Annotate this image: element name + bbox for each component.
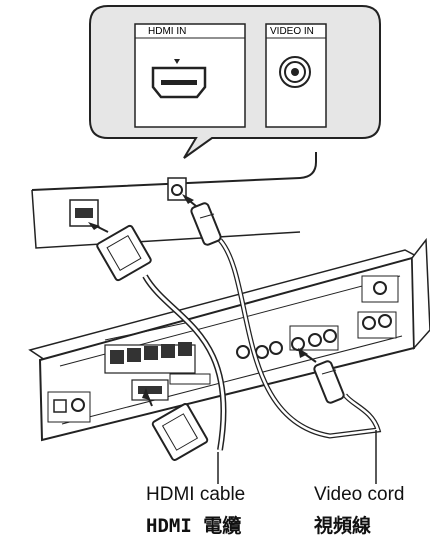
video-in-label: VIDEO IN <box>270 26 314 37</box>
speaker-terminals <box>104 321 196 374</box>
arrow-up-icon <box>298 348 308 358</box>
video-cord <box>182 194 382 439</box>
rca-plug-bottom <box>313 360 345 404</box>
receiver-right-jacks <box>357 275 399 339</box>
arrow-up-icon <box>182 194 194 204</box>
tv-hdmi-port <box>69 199 99 227</box>
arrow-up-icon <box>142 388 150 400</box>
hdmi-cable-caption-en: HDMI cable <box>146 484 246 505</box>
arrow-left-icon <box>88 222 100 230</box>
video-in-port-panel: VIDEO IN <box>265 23 327 128</box>
av-receiver-rear-panel <box>28 237 430 442</box>
hdmi-cable-caption-zh: HDMI 電纜 <box>146 515 242 537</box>
hdmi-plug-top <box>96 224 152 282</box>
hdmi-in-port-panel: HDMI IN <box>134 23 246 128</box>
tv-video-port <box>167 177 187 201</box>
tv-rear-panel <box>31 152 317 249</box>
receiver-av-jacks <box>236 325 339 359</box>
rca-plug-top <box>190 202 222 246</box>
hdmi-plug-bottom <box>151 403 209 461</box>
video-cord-caption-en: Video cord <box>314 484 405 505</box>
hdmi-cable <box>88 222 227 461</box>
hdmi-in-label: HDMI IN <box>148 26 186 37</box>
receiver-hdmi-port <box>131 379 169 401</box>
rca-jack-icon <box>279 56 311 88</box>
input-callout: HDMI IN VIDEO IN <box>89 5 381 159</box>
arrow-down-icon <box>174 59 180 64</box>
video-cord-caption-zh: 視頻線 <box>314 515 372 537</box>
receiver-left-jacks <box>47 391 91 423</box>
